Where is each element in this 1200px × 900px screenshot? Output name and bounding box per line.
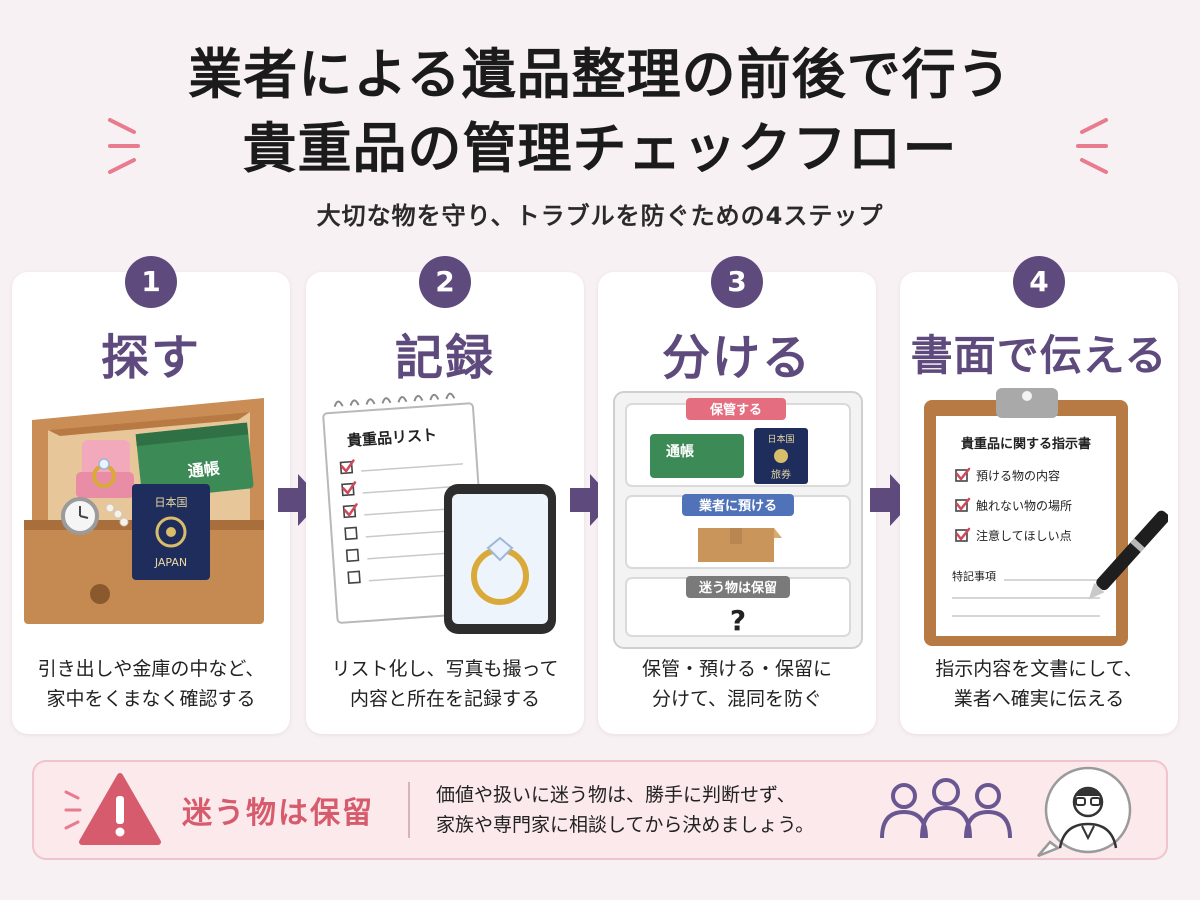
step-desc-4-line1: 指示内容を文書にして、: [935, 658, 1143, 680]
sparkle-left-icon: [108, 118, 140, 174]
family-people-icon: [880, 778, 1012, 839]
step-title-1: 探す: [100, 330, 201, 386]
clipboard-illustration: 貴重品に関する指示書 預ける物の内容 触れない物の場所 注意してほしい点 特記事…: [924, 388, 1168, 646]
warning-text-line2: 家族や専門家に相談してから決めましょう。: [436, 814, 815, 836]
advisor-avatar-icon: [1037, 766, 1132, 858]
flow-arrow-2-icon: [570, 474, 614, 526]
clipboard-notes-label: 特記事項: [952, 569, 996, 583]
step-desc-2: リスト化し、写真も撮って 内容と所在を記録する: [306, 654, 584, 714]
tray-passport-label: 旅券: [771, 468, 791, 481]
warning-text-line1: 価値や扱いに迷う物は、勝手に判断せず、: [436, 784, 796, 806]
step-desc-3: 保管・預ける・保留に 分けて、混同を防ぐ: [598, 654, 876, 714]
step-number-2: 2: [419, 256, 471, 308]
tray-illustration: 保管する 通帳 日本国 旅券 業者に預ける 迷う物は保留 ?: [613, 391, 863, 649]
tray-passport-country: 日本国: [767, 433, 794, 445]
step-number-1: 1: [125, 256, 177, 308]
page-title-line2: 貴重品の管理チェックフロー: [242, 117, 958, 180]
step-title-4: 書面で伝える: [910, 331, 1168, 380]
warning-divider: [408, 782, 410, 838]
step-desc-3-line1: 保管・預ける・保留に: [641, 658, 832, 680]
tray-label-keep: 保管する: [709, 402, 762, 418]
warning-box: [32, 760, 1168, 860]
notepad-phone-illustration: 貴重品リスト: [322, 392, 556, 634]
page-subtitle: 大切な物を守り、トラブルを防ぐための4ステップ: [316, 202, 884, 230]
step-title-3: 分ける: [661, 330, 812, 386]
sparkle-right-icon: [1076, 118, 1108, 174]
tray-bankbook-label: 通帳: [666, 443, 694, 460]
clipboard-check-1: 預ける物の内容: [976, 468, 1060, 483]
page-title-line1: 業者による遺品整理の前後で行う: [188, 43, 1012, 106]
step-number-4: 4: [1013, 256, 1065, 308]
drawer-passport-en: JAPAN: [154, 556, 187, 569]
step-desc-1-line1: 引き出しや金庫の中など、: [37, 658, 265, 680]
step-desc-3-line2: 分けて、混同を防ぐ: [651, 688, 823, 710]
step-desc-4-line2: 業者へ確実に伝える: [953, 688, 1125, 710]
warning-text: 価値や扱いに迷う物は、勝手に判断せず、 家族や専門家に相談してから決めましょう。: [436, 780, 814, 840]
warning-triangle-icon: [64, 773, 161, 845]
step-desc-2-line2: 内容と所在を記録する: [349, 688, 540, 710]
tray-label-hold: 迷う物は保留: [698, 580, 777, 596]
step-number-3: 3: [711, 256, 763, 308]
step-desc-2-line1: リスト化し、写真も撮って: [331, 658, 559, 680]
drawer-bankbook-label: 通帳: [187, 459, 221, 481]
clipboard-check-2: 触れない物の場所: [976, 499, 1072, 513]
flow-arrow-3-icon: [870, 474, 914, 526]
flow-arrow-1-icon: [278, 474, 322, 526]
tray-label-deposit: 業者に預ける: [698, 498, 777, 514]
step-desc-4: 指示内容を文書にして、 業者へ確実に伝える: [900, 654, 1178, 714]
step-desc-1-line2: 家中をくまなく確認する: [46, 688, 256, 710]
clipboard-check-3: 注意してほしい点: [976, 528, 1072, 543]
step-title-2: 記録: [394, 330, 495, 386]
step-desc-1: 引き出しや金庫の中など、 家中をくまなく確認する: [12, 654, 290, 714]
tray-question-mark: ?: [730, 604, 746, 637]
warning-title: 迷う物は保留: [182, 796, 374, 831]
drawer-illustration: 通帳 日本国 JAPAN: [24, 398, 264, 624]
drawer-passport-country: 日本国: [155, 495, 188, 509]
clipboard-doc-title: 貴重品に関する指示書: [961, 436, 1091, 452]
